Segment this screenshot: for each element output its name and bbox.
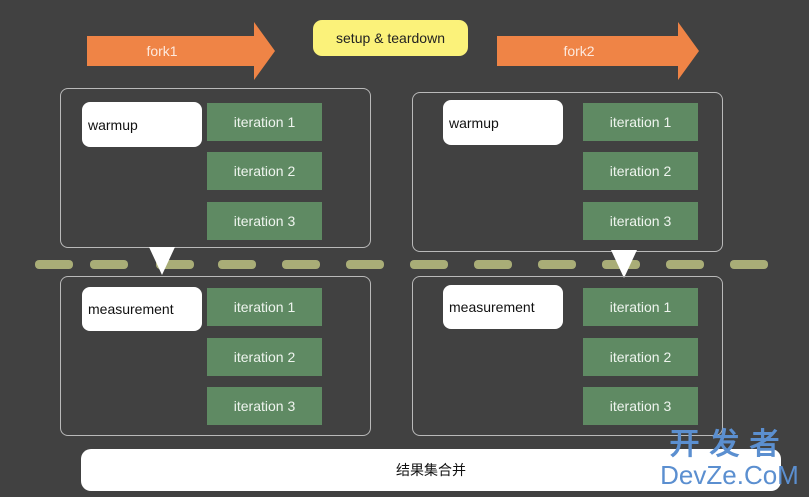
divider-dash — [666, 260, 704, 269]
fork1-measurement-iteration-3: iteration 3 — [207, 387, 322, 425]
fork1-warmup-iteration-2: iteration 2 — [207, 152, 322, 190]
fork2-warmup-iteration-3: iteration 3 — [583, 202, 698, 240]
divider-dash — [410, 260, 448, 269]
divider-dash — [538, 260, 576, 269]
watermark-line2: DevZe.CoM — [660, 460, 799, 490]
fork2-label: fork2 — [563, 43, 595, 59]
divider-dash — [156, 260, 194, 269]
fork2-measurement-label: measurement — [443, 285, 563, 329]
setup-teardown-label: setup & teardown — [313, 20, 468, 56]
fork2-warmup-label: warmup — [443, 100, 563, 145]
down-triangle-icon — [611, 250, 637, 278]
arrow-right-icon — [87, 22, 275, 80]
fork2-measurement-iteration-2: iteration 2 — [583, 338, 698, 376]
fork2-warmup-group — [412, 92, 723, 252]
fork2-arrow: fork2 — [497, 22, 699, 80]
fork2-measurement-iteration-1: iteration 1 — [583, 288, 698, 326]
fork1-measurement-iteration-2: iteration 2 — [207, 338, 322, 376]
watermark-line1: 开发者 — [669, 428, 790, 461]
fork2-measurement-group — [412, 276, 723, 436]
divider-dash — [282, 260, 320, 269]
fork1-warmup-group — [60, 88, 371, 248]
fork1-arrow: fork1 — [87, 22, 275, 80]
fork2-warmup-iteration-2: iteration 2 — [583, 152, 698, 190]
divider-dash — [90, 260, 128, 269]
watermark-logo: 开发者 DevZe.CoM — [650, 430, 809, 497]
fork1-warmup-iteration-3: iteration 3 — [207, 202, 322, 240]
fork1-measurement-iteration-1: iteration 1 — [207, 288, 322, 326]
fork1-warmup-iteration-1: iteration 1 — [207, 103, 322, 141]
fork1-measurement-group — [60, 276, 371, 436]
fork1-measurement-label: measurement — [82, 287, 202, 331]
divider-dash — [35, 260, 73, 269]
divider-dash — [474, 260, 512, 269]
divider-dash — [346, 260, 384, 269]
fork1-warmup-label: warmup — [82, 102, 202, 147]
fork2-warmup-iteration-1: iteration 1 — [583, 103, 698, 141]
result-merge-bar: 结果集合并 — [81, 449, 781, 491]
divider-dash — [218, 260, 256, 269]
fork1-label: fork1 — [146, 43, 178, 59]
fork2-measurement-iteration-3: iteration 3 — [583, 387, 698, 425]
down-triangle-icon — [149, 247, 175, 275]
arrow-right-icon — [497, 22, 699, 80]
divider-dash — [730, 260, 768, 269]
